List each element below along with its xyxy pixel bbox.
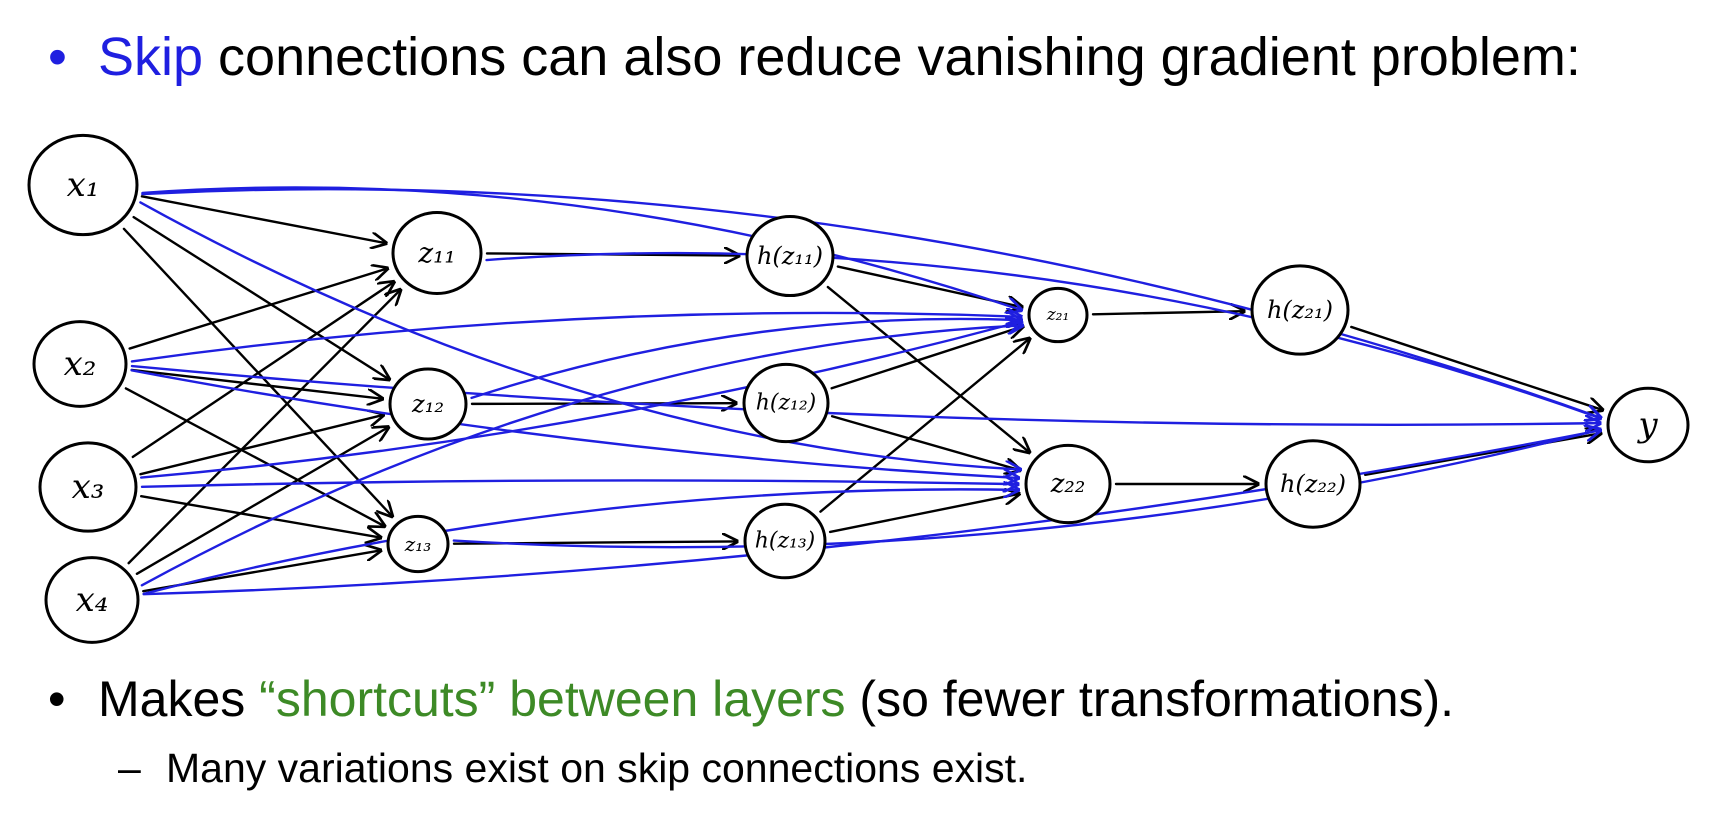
skip-edge-z11-to-y: [485, 251, 1601, 418]
bullet-marker: •: [48, 27, 67, 87]
node-circle: [742, 362, 830, 444]
edge-x1-to-z11: [140, 195, 386, 243]
edge-x2-to-z11: [128, 268, 388, 350]
edge-x2-to-z13: [124, 387, 385, 526]
skip-edge-x4-to-z21: [140, 325, 1023, 587]
skip-edge-x1-to-y: [141, 188, 1600, 417]
skip-edge-z13-to-y: [452, 430, 1600, 549]
node-z12: z₁₂: [388, 367, 468, 441]
skip-edge-z12-to-z21: [470, 319, 1022, 400]
node-label: z₁₂: [411, 390, 444, 418]
node-circle: [386, 514, 450, 574]
skip-edge-x1-to-z21: [141, 186, 1021, 310]
edge-hz12-to-z22: [830, 415, 1020, 470]
skip-edge-x4-to-z22: [142, 489, 1019, 596]
node-label: x₃: [72, 467, 105, 507]
node-x2: x₂: [32, 320, 128, 408]
edge-x3-to-z11: [131, 282, 394, 459]
node-z22: z₂₂: [1024, 443, 1112, 525]
node-circle: [27, 133, 139, 237]
node-circle: [391, 211, 483, 295]
bullet-marker: •: [48, 671, 66, 727]
sub-bullet-variations: –Many variations exist on skip connectio…: [118, 745, 1027, 792]
node-z13: z₁₃: [386, 514, 450, 574]
bullet-skip-connections: • Skip connections can also reduce vanish…: [48, 26, 1581, 88]
skip-edge-x1-to-z22: [139, 201, 1020, 469]
node-z21: z₂₁: [1027, 286, 1089, 344]
bullet-text: connections can also reduce vanishing gr…: [203, 27, 1581, 87]
node-y: y: [1606, 386, 1690, 464]
node-label: z₂₁: [1046, 305, 1070, 325]
node-circle: [44, 556, 140, 644]
edge-hz12-to-z21: [830, 326, 1023, 390]
skip-edge-x3-to-z22: [140, 480, 1018, 486]
edge-x3-to-z12: [139, 415, 383, 476]
node-circle: [32, 320, 128, 408]
shortcuts-highlight: “shortcuts” between layers: [259, 671, 846, 727]
node-label: z₂₂: [1050, 469, 1086, 499]
edge-x2-to-z12: [130, 368, 383, 399]
node-circle: [1024, 443, 1112, 525]
edge-hz13-to-z22: [828, 494, 1019, 534]
bullet-shortcuts: • Makes “shortcuts” between layers (so fe…: [48, 670, 1454, 728]
node-hz22: h(z₂₂): [1264, 439, 1362, 529]
node-x1: x₁: [27, 133, 139, 237]
edge-x1-to-z12: [132, 215, 390, 379]
edge-z21-to-hz21: [1091, 311, 1244, 314]
bullet-lead: Makes: [98, 671, 260, 727]
node-label: x₄: [76, 580, 109, 620]
edge-hz22-to-y: [1364, 433, 1601, 477]
node-circle: [745, 214, 835, 298]
edge-hz21-to-y: [1350, 325, 1602, 410]
node-label: x₁: [67, 165, 100, 205]
edge-x4-to-z12: [135, 427, 388, 575]
node-z11: z₁₁: [391, 211, 483, 295]
node-label: h(z₂₂): [1280, 470, 1346, 498]
node-circle: [1027, 286, 1089, 344]
node-layer: x₁ x₂ x₃ x₄ z₁₁ z₁₂ z₁₃ h(z₁₁) h(z₁₂) h(z₁₃) z₂₁ z₂…: [27, 133, 1690, 644]
node-label: h(z₁₂): [756, 391, 817, 416]
node-label: h(z₁₃): [755, 529, 816, 554]
node-hz13: h(z₁₃): [743, 502, 827, 580]
node-label: h(z₂₁): [1267, 296, 1333, 324]
node-label: z₁₃: [404, 532, 432, 556]
node-hz11: h(z₁₁): [745, 214, 835, 298]
node-x4: x₄: [44, 556, 140, 644]
edge-layer: [122, 186, 1602, 596]
node-label: x₂: [64, 344, 97, 384]
sub-bullet-marker: –: [118, 745, 141, 791]
edge-hz11-to-z22: [826, 285, 1029, 452]
node-label: h(z₁₁): [757, 242, 823, 270]
bullet-text: (so fewer transformations).: [845, 671, 1455, 727]
node-circle: [1606, 386, 1690, 464]
sub-bullet-text: Many variations exist on skip connection…: [166, 745, 1028, 791]
node-label: y: [1636, 405, 1658, 445]
edge-z12-to-hz12: [470, 403, 736, 404]
node-circle: [1250, 264, 1350, 356]
node-x3: x₃: [38, 441, 138, 533]
node-circle: [38, 441, 138, 533]
skip-edge-x2-to-y: [130, 364, 1600, 425]
node-hz12: h(z₁₂): [742, 362, 830, 444]
skip-edge-x2-to-z21: [130, 313, 1021, 363]
node-label: z₁₁: [417, 237, 455, 270]
skip-highlight: Skip: [98, 27, 204, 87]
skip-edge-x3-to-z21: [139, 321, 1021, 479]
skip-edge-x2-to-z22: [130, 369, 1019, 478]
node-circle: [1264, 439, 1362, 529]
node-hz21: h(z₂₁): [1250, 264, 1350, 356]
edge-x3-to-z13: [140, 494, 380, 537]
node-circle: [388, 367, 468, 441]
node-circle: [743, 502, 827, 580]
